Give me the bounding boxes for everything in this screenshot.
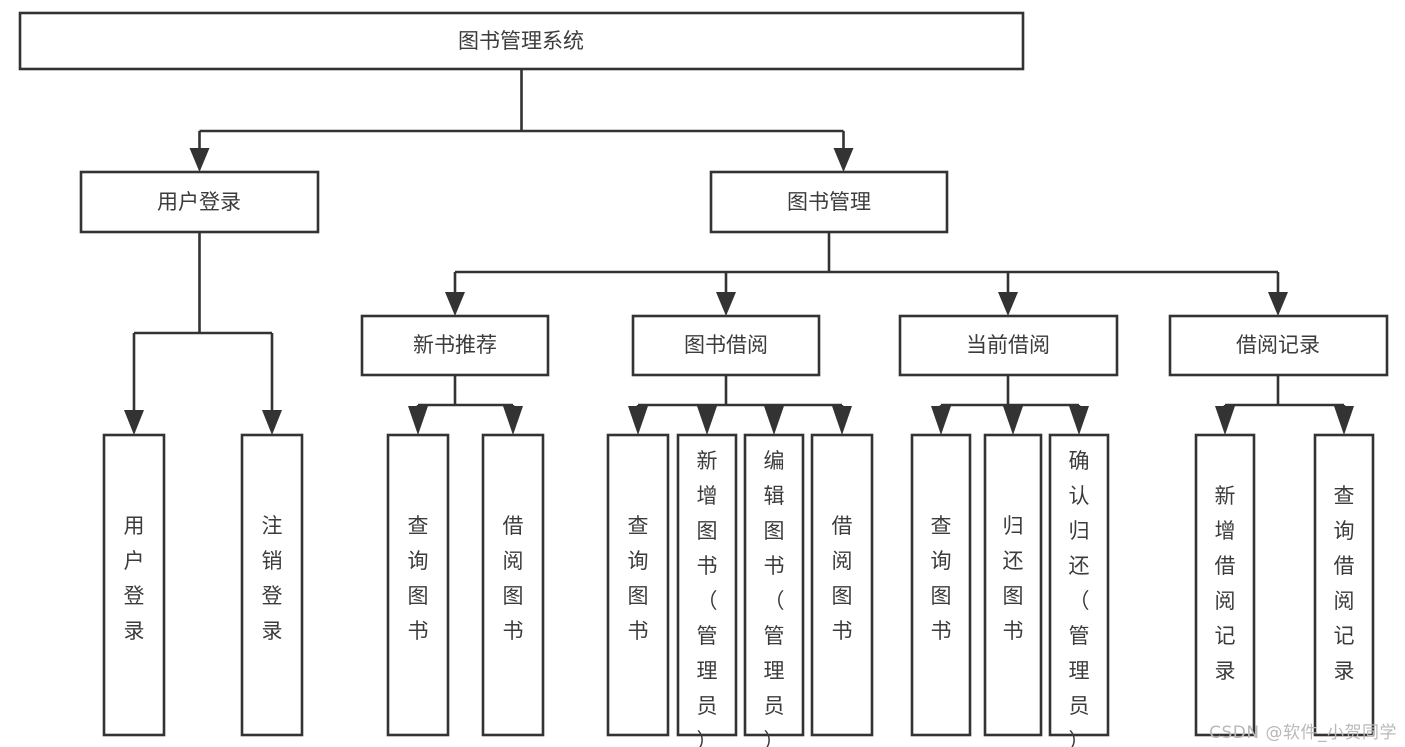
leaf-confirm-return-admin-label: 确认归还（管理员） xyxy=(1069,449,1090,747)
node-book-borrow-box[interactable] xyxy=(631,314,821,377)
leaf-user-login-box[interactable] xyxy=(102,433,166,737)
arrow-head-leaf-add-record xyxy=(1215,406,1235,435)
node-root-label: 图书管理系统 xyxy=(458,29,584,53)
leaf-query-borrow-record-box[interactable] xyxy=(1313,433,1375,737)
leaf-confirm-return-admin[interactable]: 确认归还（管理员） xyxy=(1048,433,1110,747)
arrow-head-borrow-record xyxy=(1268,292,1288,316)
node-user-login-label: 用户登录 xyxy=(157,190,241,214)
leaf-edit-book-admin[interactable]: 编辑图书（管理员） xyxy=(743,433,805,747)
arrow-head-book-borrow xyxy=(716,292,736,316)
arrow-head-user-login xyxy=(189,148,210,172)
arrow-head-new-book-rec xyxy=(445,292,465,316)
leaf-query-borrow-record-label: 查询借阅记录 xyxy=(1334,484,1355,683)
arrow-head-leaf-borrow-book xyxy=(832,406,852,435)
leaf-add-book-admin-box[interactable] xyxy=(676,433,738,737)
node-borrow-record-box[interactable] xyxy=(1168,314,1389,377)
arrow-head-leaf-user-login xyxy=(124,410,144,435)
node-borrow-record[interactable]: 借阅记录 xyxy=(1168,314,1389,377)
node-new-book-recommend[interactable]: 新书推荐 xyxy=(360,314,550,377)
node-book-borrow[interactable]: 图书借阅 xyxy=(631,314,821,377)
node-book-management-label: 图书管理 xyxy=(787,190,871,214)
leaf-query-book-current-label: 查询图书 xyxy=(931,514,952,643)
leaf-confirm-return-admin-box[interactable] xyxy=(1048,433,1110,737)
leaf-borrow-book-recommend-box[interactable] xyxy=(481,433,545,737)
leaf-user-login[interactable]: 用户登录 xyxy=(102,433,166,737)
arrow-head-leaf-query-record xyxy=(1334,406,1354,435)
node-book-management[interactable]: 图书管理 xyxy=(709,170,949,234)
node-user-login-box[interactable] xyxy=(79,170,320,234)
leaf-user-login-label: 用户登录 xyxy=(124,514,145,643)
connector-group xyxy=(124,69,1354,435)
arrow-head-leaf-add-book xyxy=(697,406,717,435)
node-user-login[interactable]: 用户登录 xyxy=(79,170,320,234)
node-root[interactable]: 图书管理系统 xyxy=(18,11,1025,71)
leaf-query-book-current-box[interactable] xyxy=(910,433,972,737)
node-book-management-box[interactable] xyxy=(709,170,949,234)
arrow-head-current-borrow xyxy=(998,292,1018,316)
leaf-edit-book-admin-box[interactable] xyxy=(743,433,805,737)
arrow-head-leaf-query-book-borrow xyxy=(628,406,648,435)
leaf-query-book-recommend-box[interactable] xyxy=(386,433,450,737)
node-borrow-record-label: 借阅记录 xyxy=(1236,333,1320,357)
leaf-logout-login-label: 注销登录 xyxy=(262,514,283,643)
leaf-add-borrow-record-box[interactable] xyxy=(1194,433,1256,737)
leaf-query-book-current[interactable]: 查询图书 xyxy=(910,433,972,737)
leaf-query-book-borrow-label: 查询图书 xyxy=(628,514,649,643)
leaf-query-book-recommend[interactable]: 查询图书 xyxy=(386,433,450,737)
leaf-borrow-book-box[interactable] xyxy=(810,433,874,737)
leaf-borrow-book-recommend-label: 借阅图书 xyxy=(503,514,524,643)
arrow-head-leaf-query-book-current xyxy=(931,406,951,435)
node-book-borrow-label: 图书借阅 xyxy=(684,333,768,357)
leaf-return-book-label: 归还图书 xyxy=(1003,514,1024,643)
leaf-add-borrow-record-label: 新增借阅记录 xyxy=(1215,484,1236,683)
arrow-head-leaf-edit-book xyxy=(764,406,784,435)
node-new-book-recommend-label: 新书推荐 xyxy=(413,333,497,357)
arrow-head-book-mgmt xyxy=(833,148,854,172)
leaf-return-book-box[interactable] xyxy=(983,433,1043,737)
leaf-return-book[interactable]: 归还图书 xyxy=(983,433,1043,737)
leaf-add-book-admin[interactable]: 新增图书（管理员） xyxy=(676,433,738,747)
node-new-book-recommend-box[interactable] xyxy=(360,314,550,377)
node-current-borrow[interactable]: 当前借阅 xyxy=(898,314,1119,377)
leaf-borrow-book[interactable]: 借阅图书 xyxy=(810,433,874,737)
arrow-head-leaf-return-book xyxy=(1003,406,1023,435)
node-current-borrow-box[interactable] xyxy=(898,314,1119,377)
arrow-head-leaf-confirm-return xyxy=(1069,406,1089,435)
leaf-logout-login-box[interactable] xyxy=(240,433,304,737)
leaf-query-book-recommend-label: 查询图书 xyxy=(408,514,429,643)
arrow-head-leaf-logout xyxy=(262,410,282,435)
node-current-borrow-label: 当前借阅 xyxy=(966,333,1050,357)
leaf-query-book-borrow[interactable]: 查询图书 xyxy=(606,433,670,737)
leaf-add-book-admin-label: 新增图书（管理员） xyxy=(697,449,718,747)
leaf-add-borrow-record[interactable]: 新增借阅记录 xyxy=(1194,433,1256,737)
leaf-borrow-book-recommend[interactable]: 借阅图书 xyxy=(481,433,545,737)
leaf-edit-book-admin-label: 编辑图书（管理员） xyxy=(764,449,785,747)
leaf-borrow-book-label: 借阅图书 xyxy=(832,514,853,643)
leaf-query-book-borrow-box[interactable] xyxy=(606,433,670,737)
node-root-box[interactable] xyxy=(18,11,1025,71)
leaf-query-borrow-record[interactable]: 查询借阅记录 xyxy=(1313,433,1375,737)
arrow-head-leaf-borrow-book-rec xyxy=(503,406,523,435)
arrow-head-leaf-query-book-rec xyxy=(408,406,428,435)
leaf-logout-login[interactable]: 注销登录 xyxy=(240,433,304,737)
